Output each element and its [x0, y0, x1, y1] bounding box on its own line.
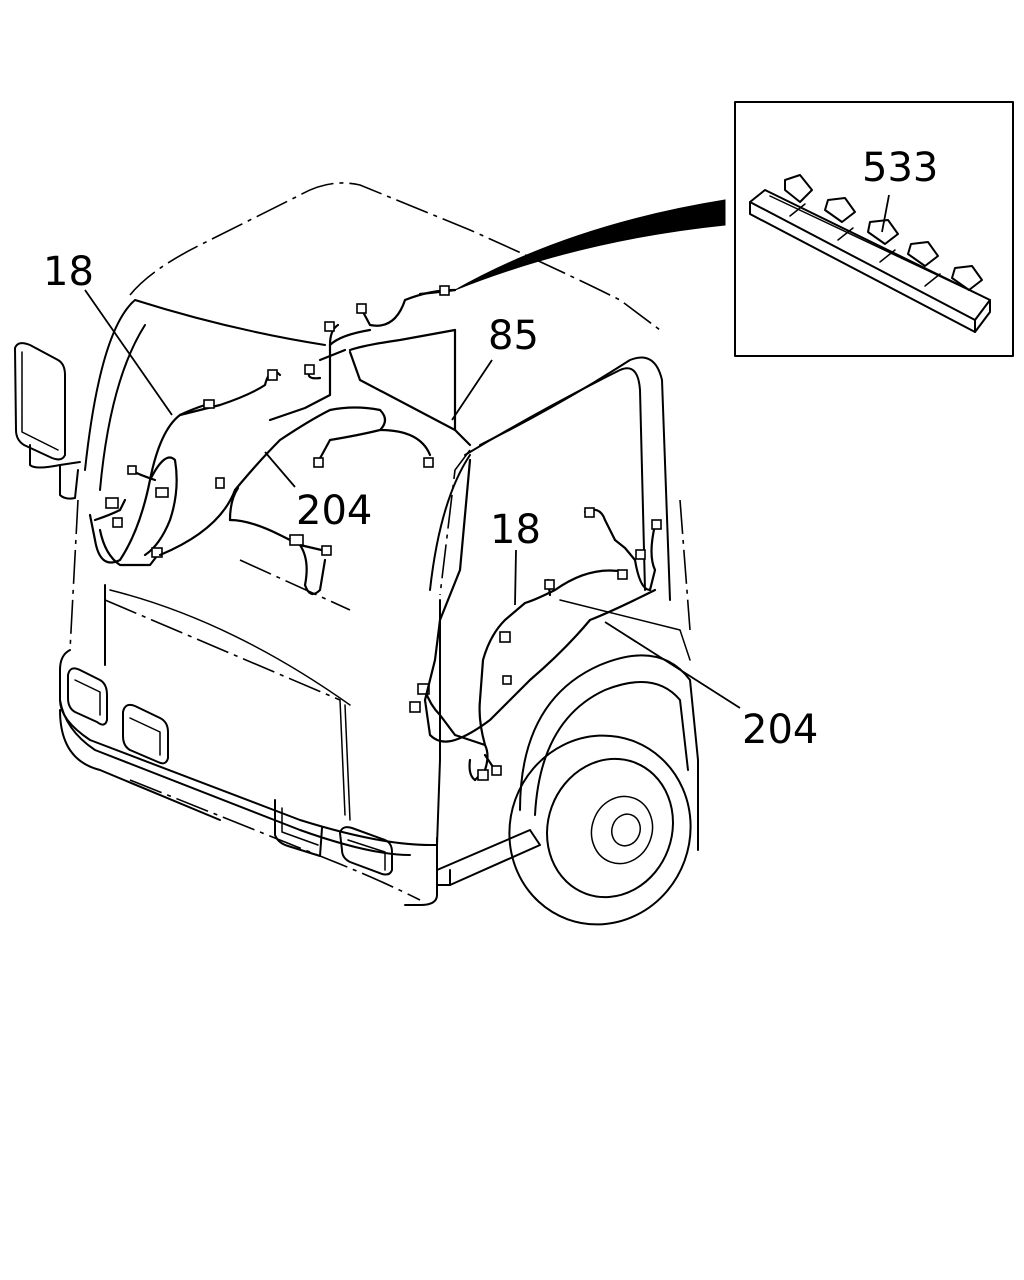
front-wheel: [508, 734, 692, 926]
roof-harness: [268, 285, 472, 447]
truck-cab: [14, 182, 699, 926]
leader-533: [881, 194, 890, 233]
right-pillar-harness: [423, 458, 657, 743]
callout-204-right: 204: [742, 707, 818, 753]
inset-detail: [454, 101, 1014, 357]
callout-85: 85: [488, 313, 539, 359]
leader-85: [451, 359, 493, 421]
harness-clip: [749, 174, 991, 333]
leader-lines: [84, 194, 890, 709]
leader-18-left: [84, 289, 173, 416]
left-pillar-harness: [158, 406, 434, 596]
leader-204-left: [264, 451, 296, 488]
callout-533: 533: [862, 145, 938, 191]
right-harness: [409, 507, 662, 782]
callout-18-left: 18: [43, 249, 94, 295]
side-mirror: [14, 342, 81, 500]
callout-204-left: 204: [296, 488, 372, 534]
callout-labels: 18 85 533 204 18 204: [43, 145, 938, 753]
leader-18-right: [514, 549, 517, 606]
callout-18-right: 18: [490, 507, 541, 553]
leader-204-right: [604, 621, 741, 709]
left-harness: [88, 364, 322, 567]
